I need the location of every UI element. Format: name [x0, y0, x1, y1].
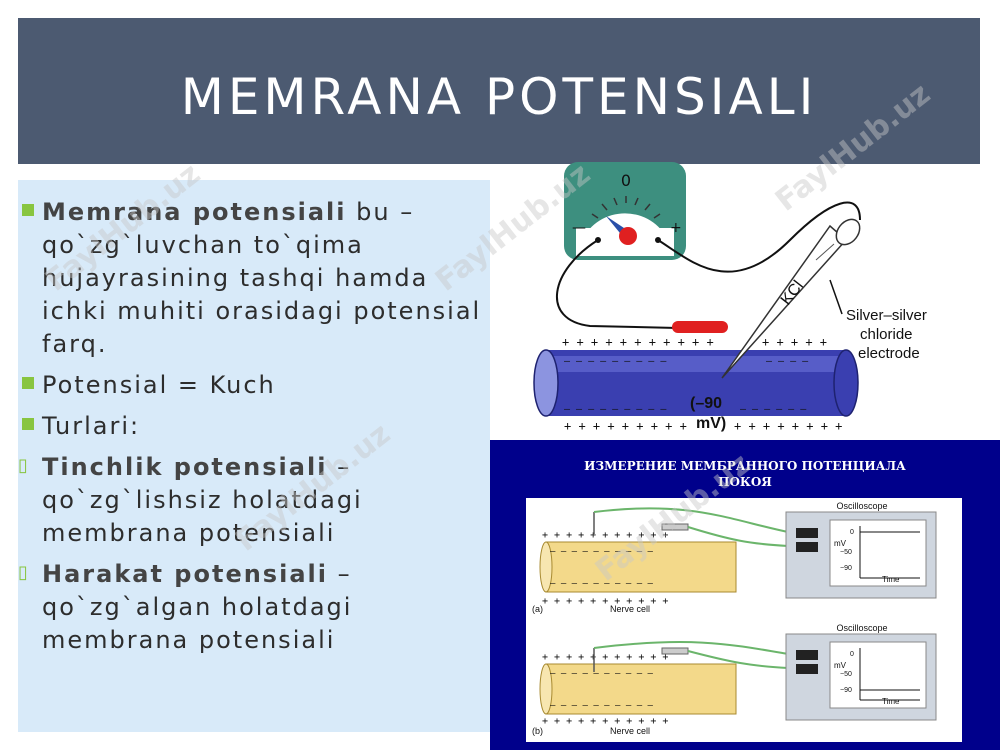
svg-text:— — — — — — — — — —: — — — — — — — — — —	[550, 701, 654, 711]
charge-minus-top-left: — — — — — — — — —	[564, 356, 667, 367]
svg-text:−50: −50	[840, 549, 852, 556]
bullet-text: – qo`zg`algan holatdagi membrana potensi…	[42, 560, 353, 654]
oscilloscope-diagram: ИЗМЕРЕНИЕ МЕМБРАННОГО ПОТЕНЦИАЛА ПОКОЯ +…	[490, 440, 1000, 750]
wire-negative	[555, 239, 679, 329]
meter-zero-label: 0	[621, 171, 631, 190]
meter-plus-label: +	[670, 220, 682, 236]
panel-label-a: (a)	[532, 604, 543, 614]
electrode-label-1: Silver–silver	[846, 307, 927, 324]
charge-plus-bottom-left: + + + + + + + + +	[564, 419, 687, 433]
mv-label-b: mV	[834, 661, 847, 670]
svg-text:+ + + + + + + + + + +: + + + + + + + + + + +	[542, 596, 668, 607]
square-bullet-icon	[22, 377, 34, 389]
svg-text:0: 0	[850, 529, 854, 536]
bullet-text: – qo`zg`lishsiz holatdagi membrana poten…	[42, 453, 363, 547]
bullet-text: Potensial = Kuch	[42, 371, 276, 399]
svg-text:−90: −90	[840, 687, 852, 694]
charge-minus-top-right: — — — —	[766, 356, 809, 367]
charge-minus-bottom-left: — — — — — — — — —	[564, 404, 667, 415]
charge-plus-top-left: + + + + + + + + + + +	[562, 335, 714, 349]
bullet-item: Turlari:	[18, 410, 490, 443]
bullet-bold-text: Memrana potensiali	[42, 198, 347, 226]
oscilloscope-label-b: Oscilloscope	[836, 623, 887, 633]
bullet-item: Memrana potensiali bu – qo`zg`luvchan to…	[18, 196, 490, 361]
figure-heading-1: ИЗМЕРЕНИЕ МЕМБРАННОГО ПОТЕНЦИАЛА	[584, 459, 906, 473]
minus-row-b: — — — — — — — — — —	[550, 669, 654, 679]
minus-row-a: — — — — — — — — — —	[550, 547, 654, 557]
membrane-potential-diagram: 0 — + KCl Silver–silver chloride electro…	[533, 162, 927, 433]
bullet-item: ▯ Harakat potensiali – qo`zg`algan holat…	[18, 558, 490, 657]
svg-text:+ + + + + + + + + + +: + + + + + + + + + + +	[542, 716, 668, 727]
bullet-item: ▯ Tinchlik potensiali – qo`zg`lishsiz ho…	[18, 451, 490, 550]
square-bullet-icon	[22, 418, 34, 430]
nerve-cell-label-b: Nerve cell	[610, 726, 650, 736]
reference-electrode	[672, 321, 728, 333]
figure-heading-2: ПОКОЯ	[718, 475, 772, 489]
arrow-bullet-icon: ▯	[18, 562, 30, 583]
bullet-bold-text: Harakat potensiali	[42, 560, 328, 588]
panel-label-b: (b)	[532, 726, 543, 736]
charge-minus-bottom-right: — — — — — —	[740, 404, 807, 415]
charge-plus-bottom-right: + + + + + + + +	[734, 419, 842, 433]
mv-label-a: mV	[834, 539, 847, 548]
arrow-bullet-icon: ▯	[18, 455, 30, 476]
bullet-bold-text: Tinchlik potensiali	[42, 453, 328, 481]
meter-minus-label: —	[572, 220, 586, 236]
square-bullet-icon	[22, 204, 34, 216]
wire-positive	[657, 201, 861, 273]
content-panel: Memrana potensiali bu – qo`zg`luvchan to…	[18, 180, 490, 732]
svg-text:−50: −50	[840, 671, 852, 678]
svg-text:−90: −90	[840, 565, 852, 572]
svg-text:0: 0	[850, 651, 854, 658]
bullet-item: Potensial = Kuch	[18, 369, 490, 402]
bullet-list: Memrana potensiali bu – qo`zg`luvchan to…	[18, 196, 490, 665]
time-label-a: Time	[882, 575, 900, 584]
charge-plus-top-right: + + + + +	[762, 335, 827, 349]
time-label-b: Time	[882, 697, 900, 706]
voltage-label-2: mV)	[696, 415, 726, 432]
nerve-cell-label-a: Nerve cell	[610, 604, 650, 614]
electrode-label-2: chloride	[860, 326, 913, 343]
panel-a: + + + + + + + + + + + — — — — — — — — — …	[532, 501, 937, 614]
bullet-text: Turlari:	[42, 412, 141, 440]
voltage-label-1: (–90	[690, 395, 722, 412]
slide-title: MEMRANA POTENSIALI	[180, 68, 818, 126]
svg-text:— — — — — — — — — —: — — — — — — — — — —	[550, 579, 654, 589]
panel-b: + + + + + + + + + + + — — — — — — — — — …	[532, 623, 937, 736]
electrode-label-3: electrode	[858, 345, 920, 362]
plus-row-a: + + + + + + + + + + +	[542, 530, 668, 541]
bullet-text: bu – qo`zg`luvchan to`qima hujayrasining…	[42, 198, 482, 358]
slide-title-bar: MEMRANA POTENSIALI	[18, 18, 980, 164]
plus-row-b: + + + + + + + + + + +	[542, 652, 668, 663]
oscilloscope-label-a: Oscilloscope	[836, 501, 887, 511]
